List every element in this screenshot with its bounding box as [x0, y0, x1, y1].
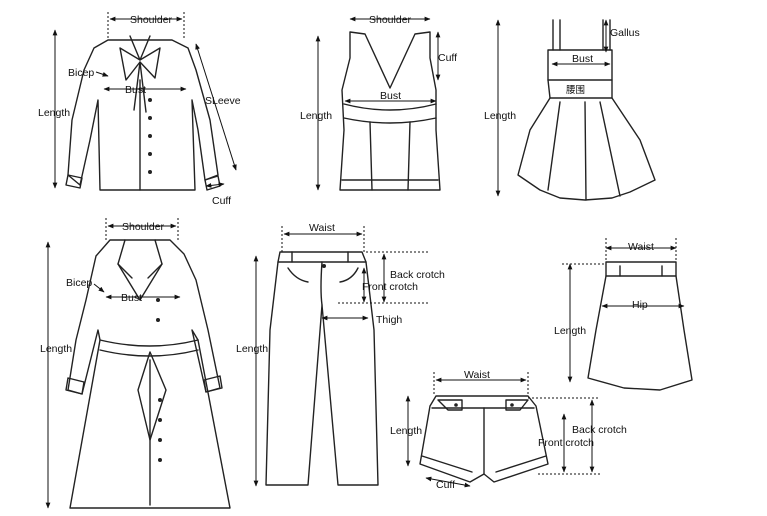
coat-bicep-label: Bicep [66, 277, 92, 289]
shorts-waist-label: Waist [464, 369, 490, 381]
blouse-length-label: Length [38, 107, 70, 119]
shorts-button-right [510, 403, 514, 407]
blouse-bust-label: Bust [125, 84, 146, 96]
skirt-dimensions [562, 238, 685, 383]
blouse-shoulder-label: Shoulder [130, 14, 173, 26]
skirt-figure [587, 261, 693, 391]
coat-buttons [156, 298, 162, 462]
skirt-length-label: Length [554, 325, 586, 337]
coat-shoulder-label: Shoulder [122, 221, 165, 233]
blouse-bicep-label: Bicep [68, 67, 94, 79]
strap-dress-dimensions [495, 19, 611, 197]
dress-waist-cn-label: 腰围 [566, 85, 585, 96]
tank-shoulder-label: Shoulder [369, 14, 412, 26]
shorts-length-label: Length [390, 425, 422, 437]
shorts-button-left [454, 403, 458, 407]
tank-bust-label: Bust [380, 90, 401, 102]
pants-front-crotch-label: Front crotch [362, 281, 418, 293]
blouse-cuff-label: Cuff [212, 195, 231, 207]
shorts-front-crotch-label: Front crotch [538, 437, 594, 449]
dress-bust-label: Bust [572, 53, 593, 65]
shorts-figure [419, 395, 549, 483]
skirt-hip-label: Hip [632, 299, 648, 311]
pants-waist-label: Waist [309, 222, 335, 234]
dress-length-label: Length [484, 110, 516, 122]
pants-length-label: Length [236, 343, 268, 355]
coat-bust-label: Bust [121, 292, 142, 304]
blouse-figure [65, 35, 221, 191]
skirt-waist-label: Waist [628, 241, 654, 253]
tank-cuff-label: Cuff [438, 52, 457, 64]
pants-figure [265, 251, 379, 486]
pants-dimensions [253, 226, 430, 487]
blouse-buttons [148, 98, 152, 174]
shorts-back-crotch-label: Back crotch [572, 424, 627, 436]
pants-button [322, 264, 326, 268]
strap-dress-figure [517, 19, 656, 201]
tank-length-label: Length [300, 110, 332, 122]
coat-figure [65, 239, 231, 509]
pants-back-crotch-label: Back crotch [390, 269, 445, 281]
blouse-dimensions [52, 12, 237, 189]
blouse-sleeve-label: SLeeve [205, 95, 241, 107]
coat-length-label: Length [40, 343, 72, 355]
shorts-dimensions [405, 372, 600, 488]
dress-gallus-label: Gallus [610, 27, 640, 39]
coat-dimensions [45, 218, 181, 509]
tank-top-figure [339, 31, 441, 191]
pants-thigh-label: Thigh [376, 314, 402, 326]
shorts-cuff-label: Cuff [436, 479, 455, 491]
tank-top-dimensions [315, 16, 441, 191]
